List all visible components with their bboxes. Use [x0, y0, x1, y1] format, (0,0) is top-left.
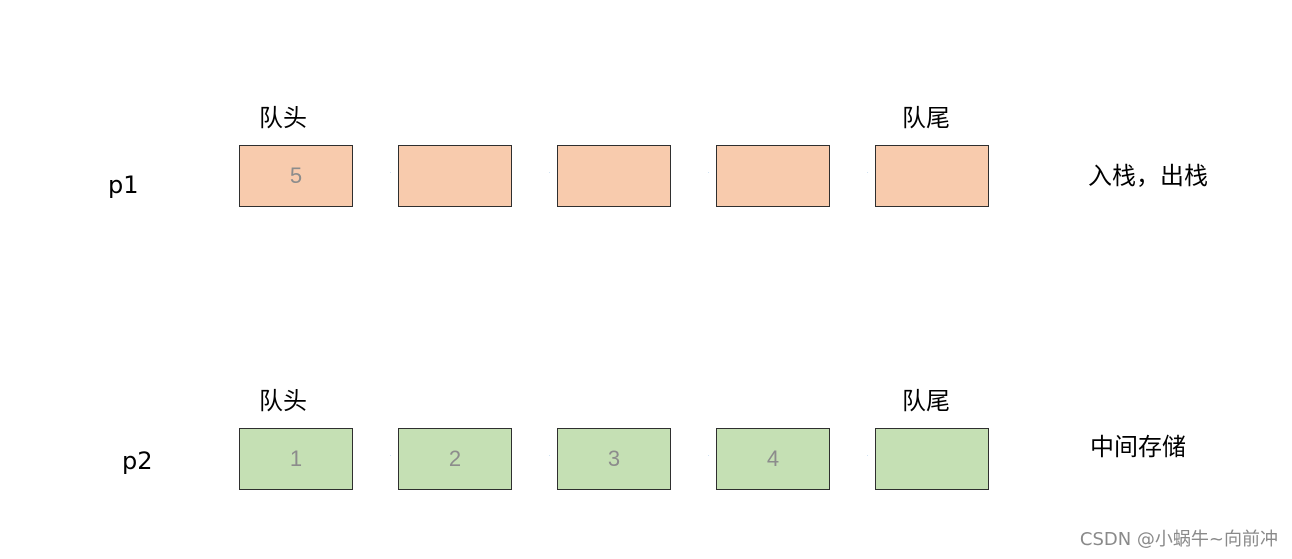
link-arrow-p1-3: [708, 172, 710, 173]
operation-note-p1: 入栈，出栈: [1088, 162, 1208, 190]
queue-head-label-p1: 队头: [259, 104, 307, 132]
queue-node-p1-3: [557, 145, 671, 207]
queue-node-p2-3: 3: [557, 428, 671, 490]
queue-node-p1-5: [875, 145, 989, 207]
row-label-p2: p2: [122, 447, 153, 475]
queue-tail-label-p2: 队尾: [902, 387, 950, 415]
link-arrow-p2-1: [390, 455, 392, 456]
queue-node-p1-2: [398, 145, 512, 207]
queue-node-p2-5: [875, 428, 989, 490]
queue-node-p2-4: 4: [716, 428, 830, 490]
operation-note-p2: 中间存储: [1090, 433, 1186, 461]
queue-node-p2-1: 1: [239, 428, 353, 490]
link-arrow-p2-2: [549, 455, 551, 456]
queue-node-p1-4: [716, 145, 830, 207]
queue-head-label-p2: 队头: [259, 387, 307, 415]
queue-tail-label-p1: 队尾: [902, 104, 950, 132]
link-arrow-p2-3: [708, 455, 710, 456]
row-label-p1: p1: [108, 171, 139, 199]
link-arrow-p1-2: [549, 172, 551, 173]
link-arrow-p1-4: [867, 172, 869, 173]
link-arrow-p2-4: [867, 455, 869, 456]
watermark: CSDN @小蜗牛~向前冲: [1079, 529, 1278, 550]
queue-node-p1-1: 5: [239, 145, 353, 207]
link-arrow-p1-1: [390, 172, 392, 173]
queue-node-p2-2: 2: [398, 428, 512, 490]
